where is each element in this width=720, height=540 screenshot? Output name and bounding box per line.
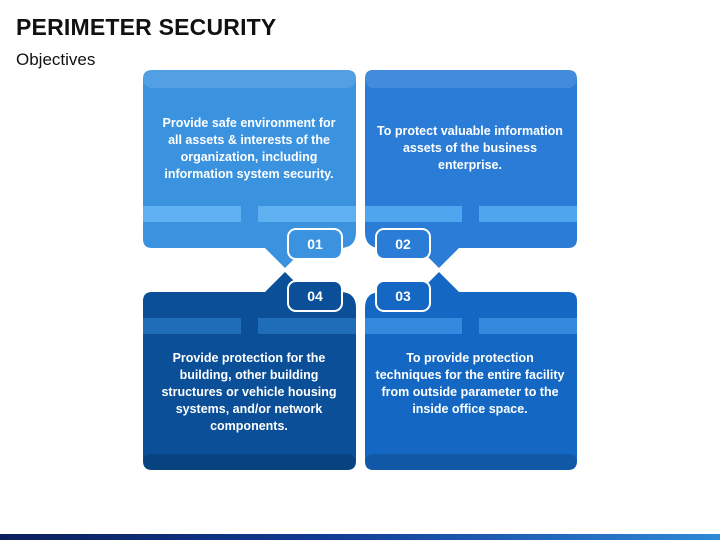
footer-accent-bar: [0, 534, 720, 540]
objective-number-02: 02: [375, 228, 431, 260]
objective-text-01: Provide safe environment for all assets …: [162, 116, 336, 181]
card-03: [365, 272, 577, 470]
objective-number-04: 04: [287, 280, 343, 312]
objective-text-03: To provide protection techniques for the…: [375, 351, 565, 416]
card-04: [143, 272, 356, 470]
page-subtitle: Objectives: [16, 50, 96, 69]
objective-number-01: 01: [287, 228, 343, 260]
page-title: PERIMETER SECURITY: [16, 14, 277, 40]
objective-text-04: Provide protection for the building, oth…: [161, 351, 337, 433]
objective-text-02: To protect valuable information assets o…: [377, 124, 563, 172]
objective-number-03: 03: [375, 280, 431, 312]
card-01: [143, 70, 356, 268]
card-02: [365, 70, 577, 268]
